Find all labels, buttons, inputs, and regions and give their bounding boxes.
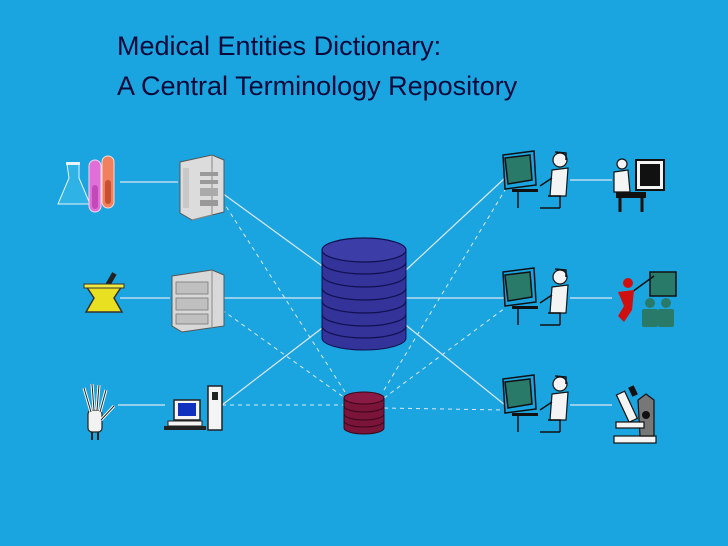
small-database-icon <box>343 391 385 435</box>
workstation-user-icon-2 <box>502 267 569 326</box>
server-rack-icon <box>171 269 225 333</box>
solid-connectors <box>118 177 612 406</box>
workstation-user-icon-1 <box>502 150 569 209</box>
large-database-icon <box>321 237 407 351</box>
server-tower-icon <box>179 154 225 221</box>
microscope-icon <box>613 385 657 444</box>
workstation-user-icon-3 <box>502 374 569 433</box>
hand-xray-icon <box>82 383 116 440</box>
title-line-2: A Central Terminology Repository <box>117 71 518 101</box>
desktop-computer-icon <box>164 385 223 431</box>
dashed-connectors <box>221 189 506 411</box>
presenter-icon <box>613 158 665 212</box>
title-line-1: Medical Entities Dictionary: <box>117 31 442 61</box>
mortar-pestle-icon <box>83 272 125 313</box>
lab-flasks-icon <box>57 155 115 213</box>
teacher-class-icon <box>618 271 677 327</box>
